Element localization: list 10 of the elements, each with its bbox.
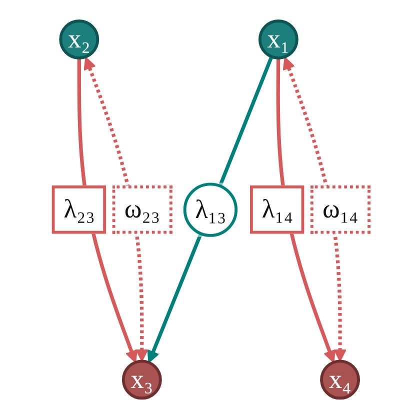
node-circle: x₃ <box>122 360 162 400</box>
edge-label: ω₁₄ <box>311 186 370 234</box>
edge-label: λ₁₄ <box>250 186 306 234</box>
node-circle: x₁ <box>258 20 299 60</box>
edge-label: ω₂₃ <box>113 186 172 234</box>
node-circle: x₂ <box>60 20 100 60</box>
arrow <box>148 56 274 364</box>
edge-label: λ₂₃ <box>52 186 108 234</box>
node-circle: x₄ <box>320 360 360 400</box>
edge-label: λ₁₃ <box>184 183 238 238</box>
